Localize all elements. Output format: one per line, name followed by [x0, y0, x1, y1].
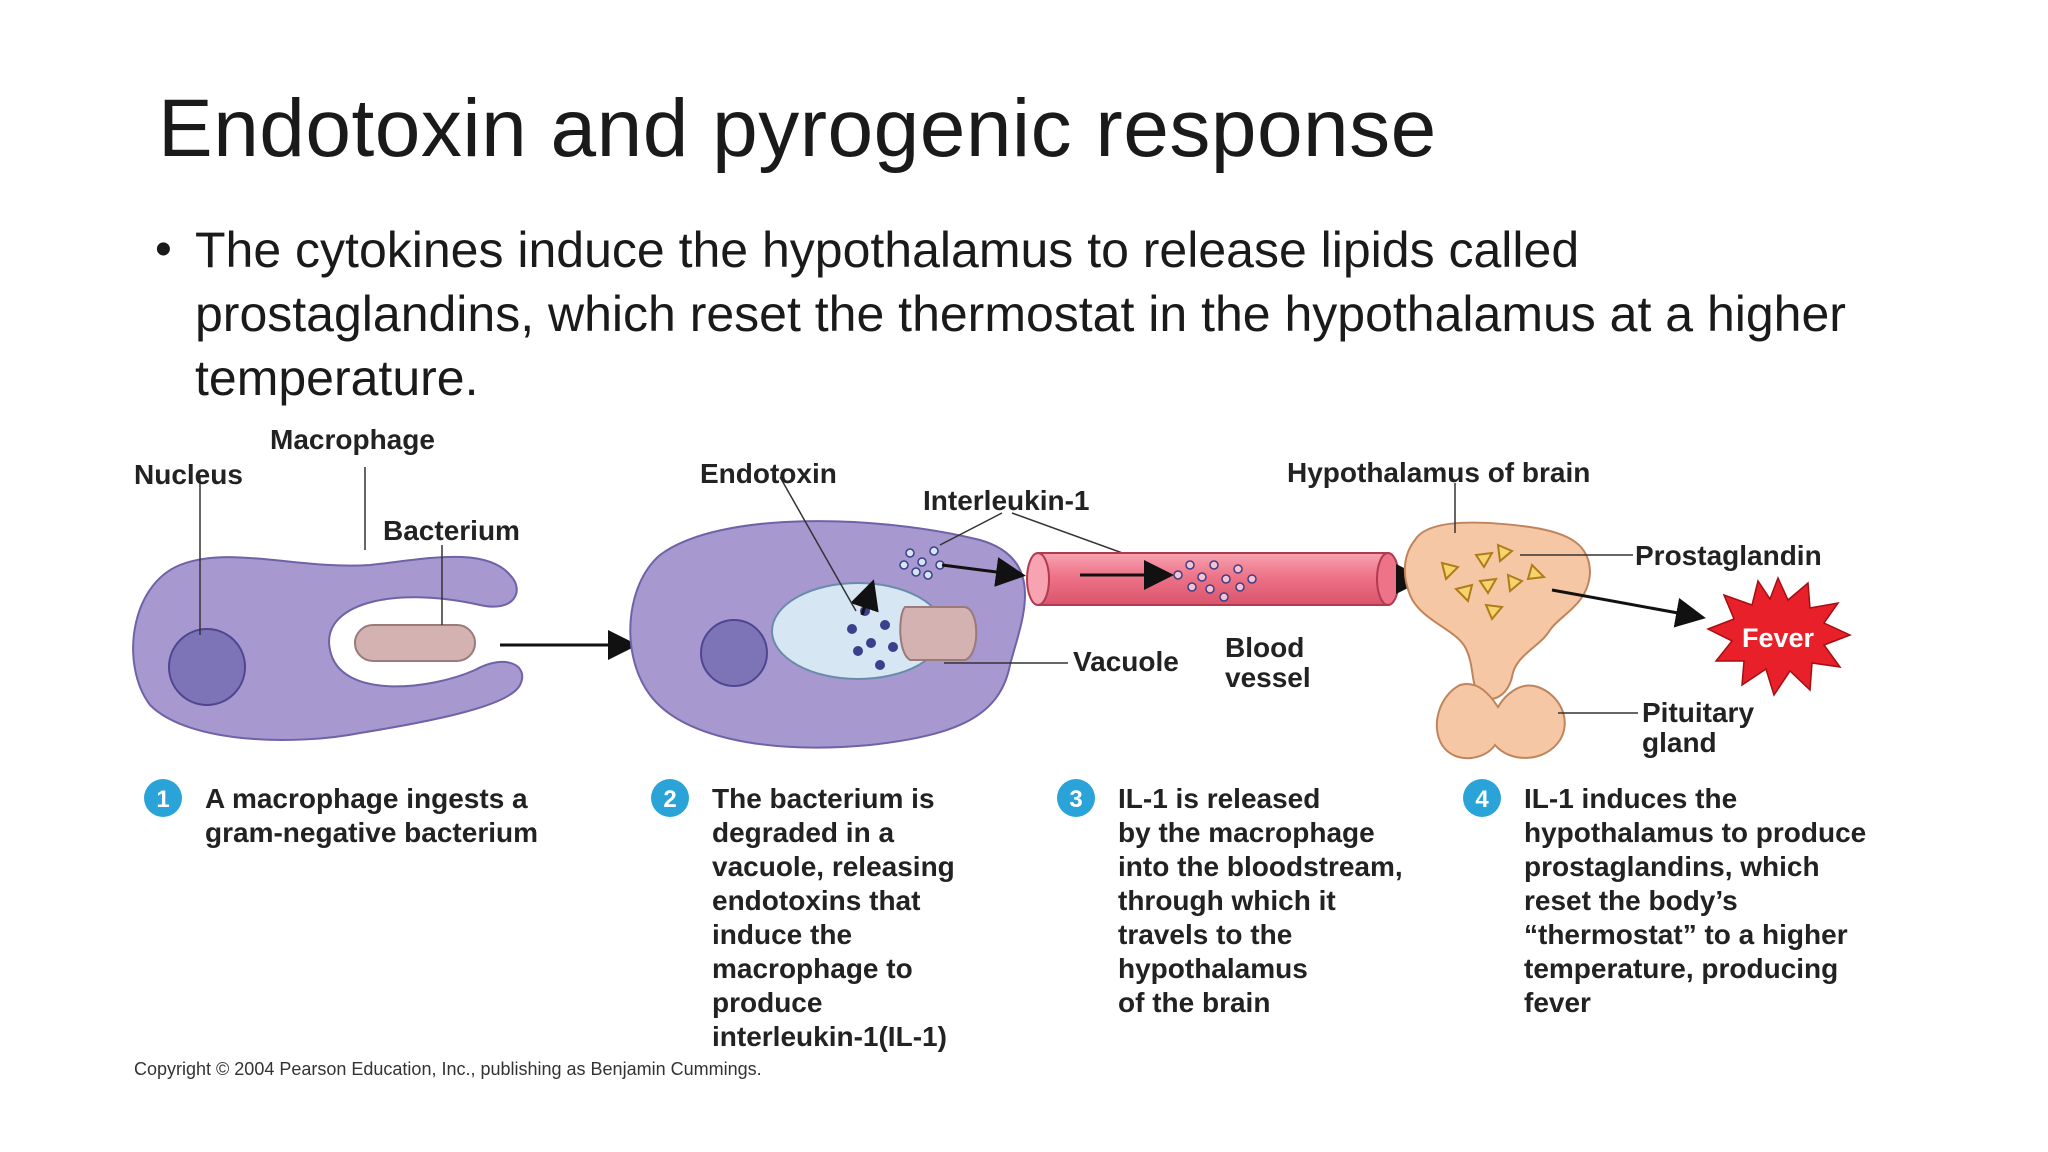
step-number-badge — [1057, 779, 1095, 817]
step-caption-line: “thermostat” to a higher — [1524, 919, 1848, 950]
pituitary-gland — [1435, 683, 1566, 760]
label-fever: Fever — [1742, 623, 1815, 653]
fever-burst: Fever — [1706, 576, 1852, 697]
step-caption-line: hypothalamus to produce — [1524, 817, 1866, 848]
step-number-badge — [651, 779, 689, 817]
step-number-badge — [1463, 779, 1501, 817]
vessel-end-right — [1376, 552, 1400, 606]
panel-2-vacuole: Endotoxin Vacuole — [629, 458, 1179, 749]
step-caption-line: interleukin-1(IL-1) — [712, 1021, 947, 1052]
step-caption-line: IL-1 is released — [1118, 783, 1320, 814]
step-number: 3 — [1069, 786, 1082, 813]
nucleus-2 — [700, 619, 768, 687]
panel-3-blood-vessel: Blood vessel — [1026, 552, 1426, 693]
step-caption-line: fever — [1524, 987, 1591, 1018]
step-caption-line: A macrophage ingests a — [205, 783, 528, 814]
label-pituitary-2: gland — [1642, 727, 1717, 758]
endotoxin-leader — [779, 476, 857, 612]
degraded-bacterium — [899, 606, 978, 661]
label-bacterium: Bacterium — [383, 515, 520, 546]
label-hypothalamus: Hypothalamus of brain — [1287, 457, 1590, 488]
step-caption-line: temperature, producing — [1524, 953, 1838, 984]
label-macrophage: Macrophage — [270, 424, 435, 455]
interleukin-callout: Interleukin-1 — [923, 485, 1151, 564]
panel-4-hypothalamus: Hypothalamus of brain Prostaglandin Pitu… — [1287, 457, 1822, 760]
step-caption-line: hypothalamus — [1118, 953, 1308, 984]
step-caption-line: into the bloodstream, — [1118, 851, 1403, 882]
label-interleukin: Interleukin-1 — [923, 485, 1089, 516]
panel-1-macrophage: Macrophage Nucleus Bacterium — [132, 424, 524, 741]
fever-starburst-icon — [1706, 576, 1852, 697]
bacterium-1 — [354, 624, 476, 662]
label-pituitary-1: Pituitary — [1642, 697, 1754, 728]
label-blood-2: vessel — [1225, 662, 1311, 693]
step-caption-line: reset the body’s — [1524, 885, 1738, 916]
step-caption-line: travels to the — [1118, 919, 1292, 950]
step-caption-line: The bacterium is — [712, 783, 935, 814]
label-blood-1: Blood — [1225, 632, 1304, 663]
step-caption-line: gram-negative bacterium — [205, 817, 538, 848]
bullet-dot-icon: • — [155, 223, 172, 276]
pyrogenic-response-diagram: Macrophage Nucleus Bacterium — [132, 424, 1866, 1079]
step-caption-line: vacuole, releasing — [712, 851, 955, 882]
step-number-badge — [144, 779, 182, 817]
step-caption-line: by the macrophage — [1118, 817, 1375, 848]
label-prostaglandin: Prostaglandin — [1635, 540, 1822, 571]
step-caption-line: through which it — [1118, 885, 1336, 916]
label-vacuole: Vacuole — [1073, 646, 1179, 677]
bullet-text: The cytokines induce the hypothalamus to… — [195, 222, 1846, 406]
step-number: 1 — [156, 786, 169, 813]
interleukin-dots-vessel — [1173, 560, 1257, 602]
step-caption-line: induce the — [712, 919, 852, 950]
step-number: 2 — [663, 786, 676, 813]
step-caption-line: macrophage to — [712, 953, 913, 984]
copyright-notice: Copyright © 2004 Pearson Education, Inc.… — [134, 1059, 762, 1079]
nucleus-1 — [168, 628, 246, 706]
step-caption-line: degraded in a — [712, 817, 894, 848]
step-caption-line: produce — [712, 987, 822, 1018]
arrow-brain-to-fever — [1551, 588, 1706, 628]
label-nucleus: Nucleus — [134, 459, 243, 490]
vessel-end-left — [1026, 552, 1050, 606]
step-caption-line: endotoxins that — [712, 885, 920, 916]
step-caption-line: prostaglandins, which — [1524, 851, 1820, 882]
label-endotoxin: Endotoxin — [700, 458, 837, 489]
step-caption-line: of the brain — [1118, 987, 1270, 1018]
slide-title: Endotoxin and pyrogenic response — [158, 83, 1437, 174]
step-caption-line: IL-1 induces the — [1524, 783, 1737, 814]
interleukin-leader-left — [939, 512, 1003, 546]
prostaglandin-triangles — [1440, 543, 1547, 621]
interleukin-dots-cell — [899, 546, 945, 580]
arrow-endotoxin-release — [850, 579, 879, 616]
arrow-il1-to-vessel — [941, 557, 1026, 587]
step-number: 4 — [1475, 786, 1489, 813]
